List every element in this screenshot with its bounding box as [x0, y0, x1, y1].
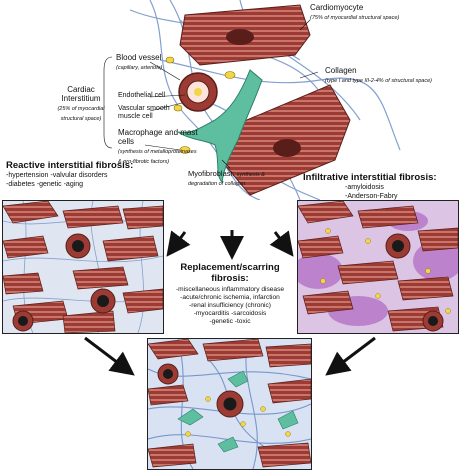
infiltrative-tissue [298, 201, 458, 333]
macrophage-note: (synthesis of metalloproteinases & pro-f… [118, 149, 197, 165]
replacement-cause: -myocarditis -sarcoidosis [193, 310, 267, 317]
infiltrative-cause: -Anderson-Fabry [345, 192, 398, 200]
replacement-cause: -miscellaneous inflammatory disease [175, 286, 285, 293]
macrophage-title: Macrophage and mast cells [118, 128, 198, 146]
replacement-fibrosis-panel [147, 338, 312, 470]
blood-vessel [178, 72, 218, 112]
cell-illustration [103, 0, 401, 200]
macrophage-label: Macrophage and mast cells (synthesis of … [118, 128, 198, 165]
cardiac-interstitium-note: (25% of myocardial structural space) [57, 106, 105, 122]
leader-lines [103, 19, 319, 169]
collagen-note: (type I and type III-2-4% of structural … [325, 78, 432, 84]
collagen-label: Collagen (type I and type III-2-4% of st… [325, 66, 455, 85]
replacement-cause: -renal insufficiency (chronic) [189, 302, 271, 309]
cardiac-interstitium-title: Cardiac Interstitium [61, 85, 101, 103]
infiltrative-cause: -amyloidosis [345, 184, 384, 191]
replacement-causes: -miscellaneous inflammatory disease -acu… [160, 286, 300, 326]
macrophage-cells [165, 56, 236, 154]
cardiomyocyte-top [179, 4, 311, 66]
blood-vessel-title: Blood vessel [116, 53, 162, 62]
infiltrative-fibrosis-panel [297, 200, 459, 334]
blood-vessel-label: Blood vessel (capillary, arteriole) [116, 53, 186, 72]
replacement-title: Replacement/scarring fibrosis: [163, 262, 297, 284]
myofibroblast-title: Myofibroblast: [188, 169, 235, 178]
collagen-title: Collagen [325, 66, 357, 75]
vsmc-label: Vascular smooth muscle cell [118, 105, 170, 120]
replacement-cause: -genetic -toxic [209, 318, 251, 325]
scar-tissue [148, 339, 311, 469]
myofibroblast-cell [177, 69, 263, 184]
infiltrative-causes: -amyloidosis -Anderson-Fabry [345, 184, 455, 201]
myofibroblast-label: Myofibroblast: synthesis & degradation o… [188, 170, 278, 187]
replacement-cause: -acute/chronic ischemia, infarction [180, 294, 280, 301]
reactive-tissue [3, 201, 163, 333]
infiltrative-title: Infiltrative interstitial fibrosis: [303, 172, 437, 183]
cardiomyocyte-title: Cardiomyocyte [310, 3, 364, 12]
replacement-title-line: fibrosis: [211, 273, 249, 284]
reactive-cause-line: -diabetes -genetic -aging [6, 180, 84, 188]
replacement-title-line: Replacement/scarring [180, 262, 280, 273]
cardiac-interstitium-label: Cardiac Interstitium (25% of myocardial … [52, 85, 110, 122]
reactive-title: Reactive interstitial fibrosis: [6, 160, 134, 171]
reactive-fibrosis-panel [2, 200, 164, 334]
reactive-cause-line: -hypertension -valvular disorders [6, 172, 108, 179]
myofibroblast-note: synthesis & degradation of collagen [188, 172, 265, 187]
blood-vessel-note: (capillary, arteriole) [116, 65, 163, 71]
flow-arrows [84, 230, 376, 376]
endothelial-label: Endothelial cell [118, 92, 166, 99]
cardiomyocyte-note: (75% of myocardial structural space) [310, 15, 400, 21]
cardiomyocyte-label: Cardiomyocyte (75% of myocardial structu… [310, 3, 460, 22]
reactive-causes: -hypertension -valvular disorders -diabe… [6, 172, 181, 189]
